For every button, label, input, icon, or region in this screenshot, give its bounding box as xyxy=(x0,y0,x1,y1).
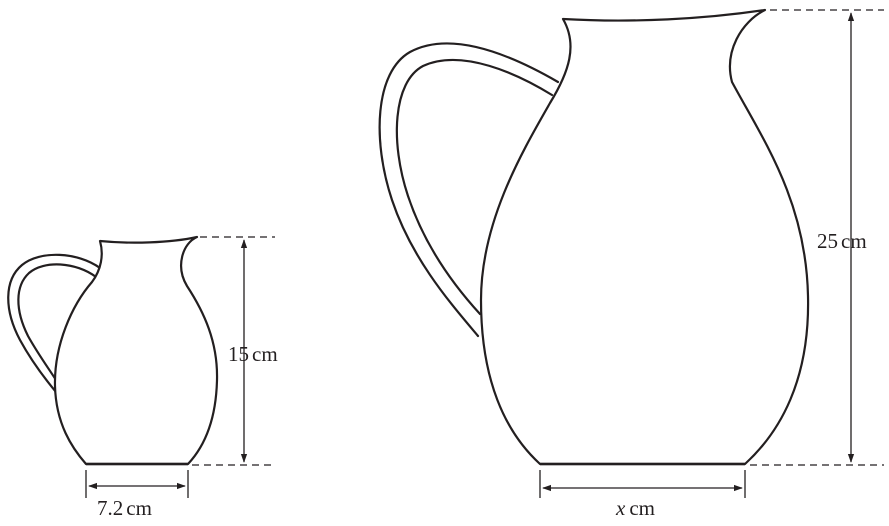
large-jug-handle xyxy=(378,42,560,338)
small-jug-handle xyxy=(7,253,102,394)
large-jug-base-dimension xyxy=(539,470,746,498)
small-jug-base-dimension xyxy=(85,470,189,498)
large-jug-body xyxy=(479,8,810,466)
small-jug-body xyxy=(53,235,219,466)
large-jug-height-dimension xyxy=(750,9,884,466)
small-jug-height-dimension xyxy=(192,236,275,466)
